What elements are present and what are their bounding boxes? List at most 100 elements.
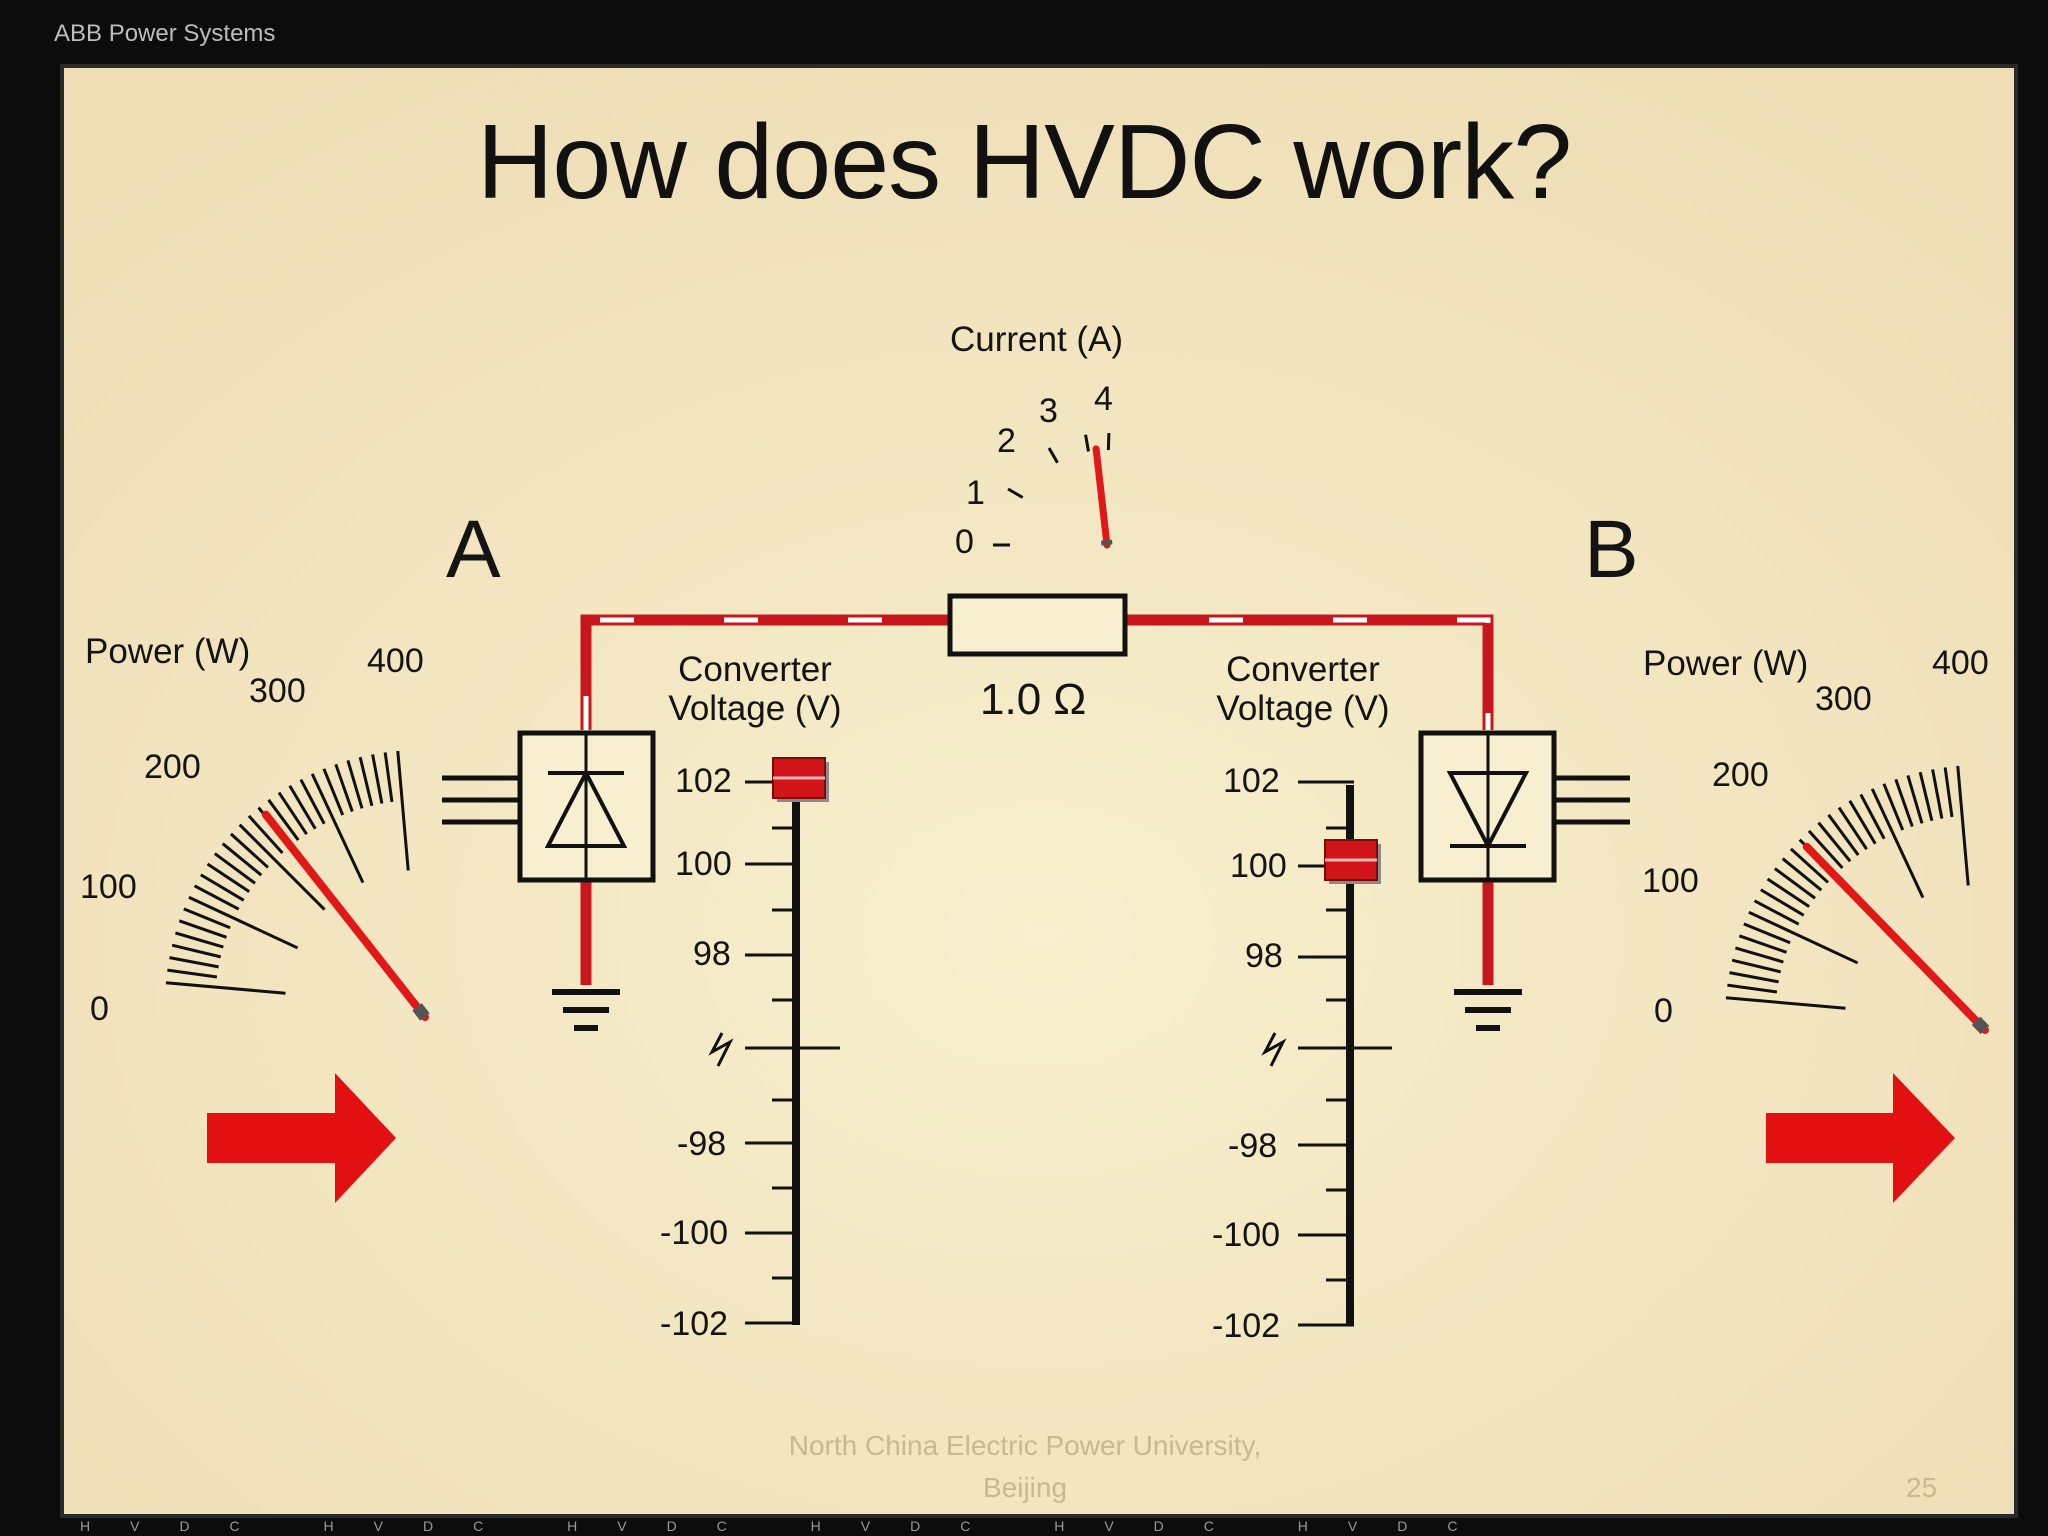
- power-b-gauge-tick: [1789, 847, 1830, 884]
- power-b-gauge-tick: [1882, 783, 1905, 831]
- voltage-b-tick-label: -98: [1228, 1127, 1278, 1165]
- scale-break-b-icon: [1261, 1032, 1287, 1067]
- voltage-b-tick-label: 98: [1245, 937, 1283, 975]
- converter-b-label-line1: Converter: [1226, 650, 1380, 689]
- current-gauge-tick: [1106, 433, 1111, 451]
- power-a-gauge-tick: [299, 778, 326, 825]
- converter-a-label-line2: Voltage (V): [668, 689, 842, 728]
- current-needle: [1092, 445, 1111, 549]
- power-a-gauge-tick: [174, 931, 224, 949]
- power-b-gauge-tick: [1943, 767, 1954, 818]
- power-b-needle-tip: [1971, 1016, 1990, 1035]
- ground-b-icon: [1454, 989, 1522, 1031]
- power-a-gauge-tick: [396, 750, 410, 871]
- power-a-gauge-tick: [346, 759, 364, 809]
- converter-b-inverter-icon: [1418, 730, 1630, 883]
- power-a-gauge-tick: [188, 895, 299, 950]
- power-b-gauge-tick: [1918, 771, 1934, 822]
- power-b-gauge-tick: [1725, 996, 1846, 1010]
- power-b-gauge-tick: [1760, 888, 1805, 917]
- power-b-gauge-tick: [1743, 922, 1791, 945]
- power-b-gauge-tick: [1859, 793, 1886, 840]
- power-a-gauge-tick: [247, 814, 284, 855]
- power-a-gauge-tick: [221, 842, 263, 877]
- voltage-b-tick-label: -102: [1212, 1307, 1281, 1345]
- power-b-tick-label: 300: [1815, 680, 1872, 718]
- current-gauge: [993, 433, 1113, 549]
- power-a-gauge-tick: [169, 956, 219, 969]
- power-b-gauge-tick: [1870, 788, 1925, 899]
- power-a-gauge-tick: [167, 968, 218, 979]
- power-b-needle: [1802, 842, 1989, 1034]
- resistor-label: 1.0 Ω: [980, 675, 1087, 724]
- power-b-gauge-tick: [1817, 821, 1852, 863]
- power-a-gauge-tick: [310, 773, 365, 884]
- power-a-gauge-tick: [277, 791, 308, 836]
- power-a-gauge-tick: [165, 981, 286, 995]
- power-a-gauge-tick: [288, 785, 317, 830]
- current-meter-label: Current (A): [950, 320, 1124, 359]
- power-b-gauge-tick: [1827, 813, 1860, 856]
- converter-a-rectifier-icon: [442, 730, 656, 883]
- power-a-gauge-tick: [193, 884, 240, 911]
- voltage-slider-b[interactable]: [1324, 839, 1381, 884]
- power-b-gauge-tick: [1807, 829, 1844, 870]
- voltage-a-tick-label: 98: [693, 935, 731, 973]
- power-a-gauge-tick: [238, 823, 326, 911]
- voltage-scale-b: [1298, 780, 1392, 1327]
- power-meter-a-label: Power (W): [85, 632, 251, 671]
- power-gauge-a: [165, 750, 430, 1021]
- power-b-gauge-tick: [1773, 867, 1816, 900]
- brand-label: ABB Power Systems: [54, 20, 276, 47]
- voltage-a-tick-label: 102: [675, 762, 732, 800]
- voltage-b-tick-label: -100: [1212, 1216, 1281, 1254]
- current-gauge-tick: [1007, 487, 1024, 499]
- power-a-needle: [261, 810, 429, 1021]
- power-a-tick-label: 0: [90, 990, 109, 1028]
- power-meter-b-label: Power (W): [1643, 644, 1809, 683]
- current-tick-label: 0: [955, 523, 974, 561]
- terminal-b-letter: B: [1584, 504, 1639, 595]
- ground-a-icon: [552, 989, 620, 1031]
- power-b-tick-label: 100: [1642, 862, 1699, 900]
- power-a-gauge-tick: [358, 756, 374, 807]
- power-b-gauge-tick: [1956, 765, 1970, 886]
- current-gauge-tick: [1084, 434, 1090, 452]
- page-number: 25: [1906, 1472, 1938, 1503]
- power-b-gauge-tick: [1738, 934, 1787, 954]
- voltage-slider-a[interactable]: [772, 757, 829, 802]
- scale-break-a-icon: [708, 1032, 734, 1067]
- power-b-gauge-tick: [1781, 857, 1823, 892]
- power-b-gauge-tick: [1731, 958, 1782, 974]
- terminal-a-letter: A: [446, 504, 501, 595]
- voltage-b-tick-label: 102: [1223, 762, 1280, 800]
- power-a-gauge-tick: [383, 752, 394, 803]
- voltage-a-tick-label: -98: [677, 1125, 727, 1163]
- power-b-gauge-tick: [1727, 983, 1778, 994]
- right-arrow-icon: [207, 1073, 396, 1203]
- power-a-gauge-tick: [267, 798, 300, 841]
- power-b-gauge-tick: [1848, 800, 1877, 845]
- power-b-gauge-tick: [1931, 769, 1944, 819]
- power-b-tick-label: 200: [1712, 756, 1769, 794]
- current-tick-label: 2: [997, 422, 1016, 460]
- power-b-gauge-tick: [1906, 774, 1924, 824]
- power-b-gauge-tick: [1766, 877, 1811, 908]
- voltage-b-tick-label: 100: [1230, 847, 1287, 885]
- power-b-tick-label: 0: [1654, 992, 1673, 1030]
- power-b-gauge-tick: [1753, 899, 1800, 926]
- power-a-tick-label: 200: [144, 748, 201, 786]
- current-tick-label: 3: [1039, 392, 1058, 430]
- current-tick-label: 4: [1094, 380, 1113, 418]
- power-a-tick-label: 300: [249, 672, 306, 710]
- footer-institution-line1: North China Electric Power University,: [788, 1430, 1262, 1461]
- power-a-gauge-tick: [334, 763, 354, 812]
- power-a-gauge-tick: [322, 768, 345, 816]
- power-b-gauge-tick: [1837, 806, 1868, 851]
- power-a-gauge-tick: [213, 852, 256, 885]
- power-a-gauge-tick: [229, 832, 270, 869]
- voltage-a-tick-label: 100: [675, 845, 732, 883]
- voltage-a-tick-label: -102: [660, 1305, 729, 1343]
- power-a-needle-tip: [412, 1003, 430, 1021]
